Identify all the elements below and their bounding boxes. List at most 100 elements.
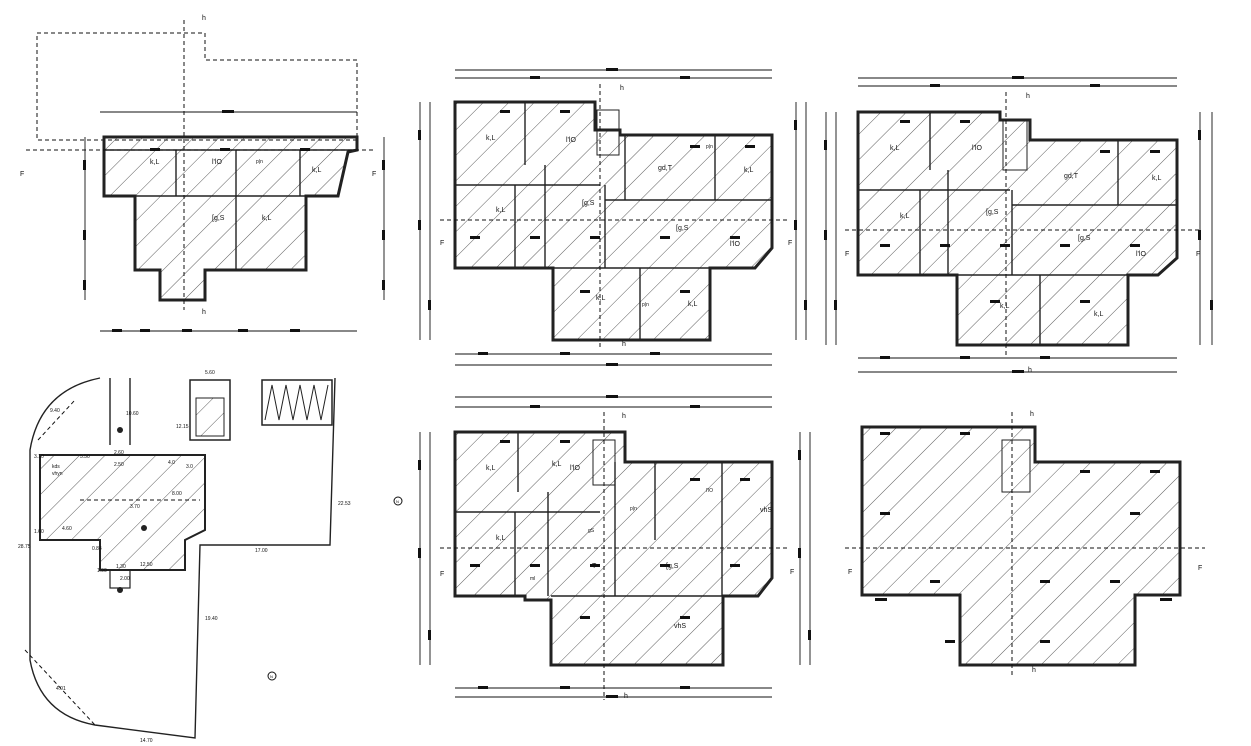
plan-c-room-label: [g,S <box>1078 235 1091 242</box>
site-label: 10.60 <box>126 411 139 417</box>
site-label: 22.53 <box>338 501 351 507</box>
plan-a-room-label: l'lO <box>212 159 222 166</box>
site-label: 2.00 <box>120 576 130 582</box>
plan-b-room-label: k,L <box>688 301 697 308</box>
plan-b-section-mark: h <box>620 85 624 92</box>
site-label: 1.60 <box>34 529 44 535</box>
plan-c-room-label: k,L <box>1094 311 1103 318</box>
site-label: 8.00 <box>172 491 182 497</box>
site-annex-hatch <box>195 397 225 437</box>
plan-d-room-label: vhS <box>674 623 686 630</box>
plan-c-room-label: l'lO <box>972 145 982 152</box>
plan-c: k,L l'lO gd,T k,L k,L [g,S [g,S l'lO k,L… <box>824 76 1213 374</box>
plan-c-room-label: [g,S <box>986 209 999 216</box>
plan-c-stair <box>1002 119 1028 171</box>
plan-c-room-label: k,L <box>900 213 909 220</box>
plan-a-section-mark: h <box>202 309 206 316</box>
plan-e-section-mark: F <box>848 569 852 576</box>
plan-d: k,L k,L l'lO l'lO k,L gS p|n T [g,S vhS … <box>418 395 811 700</box>
site-label: 12.15 <box>176 424 189 430</box>
plan-d-room-label: k,L <box>496 535 505 542</box>
plan-d-section-mark: h <box>624 693 628 700</box>
plan-b-walls <box>453 100 774 342</box>
site-label: 2.60 <box>114 450 124 456</box>
plan-b-room-label: k,L <box>596 295 605 302</box>
plan-d-room-label: T <box>592 563 597 570</box>
plan-c-room-label: k,L <box>1000 303 1009 310</box>
plan-d-section-mark: F <box>790 569 794 576</box>
plan-a-section-mark: F <box>372 171 376 178</box>
plan-e-walls <box>860 425 1182 667</box>
plan-d-section-mark: F <box>440 571 444 578</box>
plan-a-setback-outline <box>36 32 358 141</box>
site-parking <box>261 379 333 426</box>
north-marker-right: N <box>393 496 403 506</box>
site-boundary <box>29 377 336 739</box>
plan-b-room-label: gd,T <box>658 165 673 172</box>
plan-c-room-label: k,L <box>1152 175 1161 182</box>
plan-d-room-label: k,L <box>552 461 561 468</box>
plan-a-room-label: [g,S <box>212 215 225 222</box>
site-label: vhyn <box>52 471 63 477</box>
north-marker-left: N <box>267 671 277 681</box>
plan-e: h h F F <box>845 411 1205 678</box>
plan-d-room-label: gS <box>588 528 595 534</box>
plan-d-dim-tags <box>418 395 811 698</box>
site-annex <box>189 379 231 441</box>
plan-b-room-label: l'lO <box>566 137 576 144</box>
plan-a: k,L l'lO p|n k,L [g,S k,L h h F F <box>20 15 385 332</box>
plan-b-room-label: k,L <box>744 167 753 174</box>
plan-d-room-label: p|n <box>630 506 637 512</box>
plan-a-room-label: k,L <box>312 167 321 174</box>
site-label: 28.75 <box>18 544 31 550</box>
plan-a-hatch <box>104 137 357 300</box>
site-label: 0.84 <box>92 546 102 552</box>
site-parking-marks <box>264 384 329 421</box>
plan-b-room-label: p|n <box>642 302 649 308</box>
site-point <box>117 587 123 593</box>
site-label: 9.40 <box>50 408 60 414</box>
site-label: 4.60 <box>62 526 72 532</box>
plan-e-section-mark: h <box>1030 411 1034 418</box>
plan-c-hatch <box>858 112 1177 345</box>
plan-b-hatch <box>455 102 772 340</box>
plan-d-section-mark: h <box>622 413 626 420</box>
plan-b-section-mark: F <box>440 240 444 247</box>
plan-c-section-mark: F <box>1196 251 1200 258</box>
plan-a-room-label: p|n <box>256 159 263 165</box>
site-label: 5.50 <box>80 454 90 460</box>
site-label: 1.30 <box>116 564 126 570</box>
plan-b-stair <box>596 109 620 156</box>
plan-c-section-mark: h <box>1028 367 1032 374</box>
plan-b: k,L l'lO gd,T p|n k,L k,L [g,S [g,S l'lO… <box>418 68 807 366</box>
site-diagonal <box>37 399 76 441</box>
site-label: 14.70 <box>140 738 153 744</box>
plan-d-room-label: [g,S <box>666 563 679 570</box>
plan-c-dim-tags <box>824 76 1213 373</box>
plan-a-dim-tags <box>83 110 385 332</box>
site-label: kds <box>52 464 60 470</box>
plan-a-section-mark: F <box>20 171 24 178</box>
north-marker-label: N <box>270 674 273 679</box>
plan-b-room-label: [g,S <box>582 200 595 207</box>
plan-a-room-label: k,L <box>150 159 159 166</box>
plan-b-room-label: k,L <box>496 207 505 214</box>
site-plan: 5.60 12.15 10.60 3.70 8.00 17.00 28.75 2… <box>18 370 351 744</box>
plan-b-room-label: [g,S <box>676 225 689 232</box>
plan-d-hatch <box>455 432 772 665</box>
plan-d-room-label: l'lO <box>706 488 713 494</box>
plan-a-section-mark: h <box>202 15 206 22</box>
site-label: 5.60 <box>205 370 215 376</box>
plan-a-room-label: k,L <box>262 215 271 222</box>
plan-d-walls <box>453 430 774 667</box>
plan-c-room-label: gd,T <box>1064 173 1079 180</box>
site-label: 3.10 <box>34 454 44 460</box>
plan-c-section-mark: F <box>845 251 849 258</box>
plan-b-room-label: k,L <box>486 135 495 142</box>
plan-d-room-label: l'lO <box>570 465 580 472</box>
plan-d-room-label: k,L <box>486 465 495 472</box>
site-label: 2.50 <box>114 462 124 468</box>
site-point <box>141 525 147 531</box>
plan-b-room-label: l'lO <box>730 241 740 248</box>
